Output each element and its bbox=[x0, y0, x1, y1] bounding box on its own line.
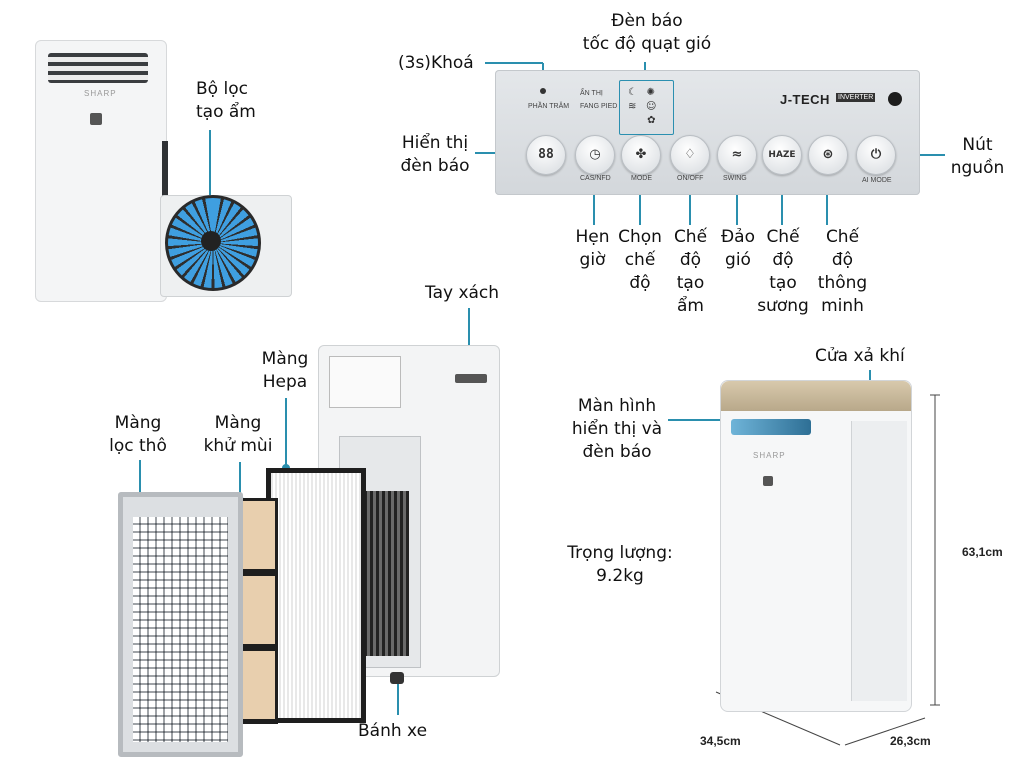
haze-button[interactable]: HAZE bbox=[762, 135, 802, 175]
pre-filter bbox=[118, 492, 243, 757]
power-icon: ⏻ bbox=[870, 147, 882, 162]
label-power: Nút nguồn bbox=[950, 135, 1005, 178]
smart-mode-button[interactable]: ⊛ bbox=[808, 135, 848, 175]
fan-grille bbox=[364, 491, 409, 656]
label-swing: Đảo gió bbox=[721, 227, 755, 270]
swing-icon: ≈ bbox=[731, 147, 743, 162]
label-wheel: Bánh xe bbox=[358, 721, 428, 741]
panel-brand-tag: INVERTER bbox=[836, 93, 876, 102]
power-button[interactable]: ⏻ bbox=[856, 135, 896, 175]
dimension-width: 34,5cm bbox=[700, 734, 741, 748]
air-outlet-grille bbox=[48, 53, 148, 83]
indicator-dot bbox=[888, 92, 902, 106]
droplet-icon: ♢ bbox=[684, 147, 696, 162]
smile-icon: ☺ bbox=[645, 101, 657, 112]
mode-button[interactable]: ✤ bbox=[621, 135, 661, 175]
label-deodorize: Màng khử mùi bbox=[203, 413, 273, 456]
top-cover bbox=[721, 381, 911, 411]
label-outlet: Cửa xả khí bbox=[815, 346, 905, 366]
front-device: SHARP bbox=[720, 380, 912, 712]
handle-slot bbox=[455, 374, 487, 383]
panel-small-text-2: ẨN THỊ bbox=[580, 90, 603, 97]
device-top-left: SHARP bbox=[35, 40, 168, 302]
lock-icon bbox=[540, 88, 546, 94]
humidifier-filter-wheel bbox=[165, 195, 261, 291]
panel-small-text-3: FANG PIED bbox=[580, 103, 618, 110]
btn-label-ai: AI MODE bbox=[862, 177, 892, 184]
humidify-button[interactable]: ♢ bbox=[670, 135, 710, 175]
dimension-depth: 26,3cm bbox=[890, 734, 931, 748]
btn-label-mode: MODE bbox=[631, 175, 652, 182]
display-button[interactable]: 88 bbox=[526, 135, 566, 175]
timer-button[interactable]: ◷ bbox=[575, 135, 615, 175]
btn-label-timer: CAS/NFD bbox=[580, 175, 611, 182]
sensor-window bbox=[90, 113, 102, 125]
label-lock: (3s)Khoá bbox=[398, 53, 474, 73]
label-weight: Trọng lượng: 9.2kg bbox=[567, 543, 673, 586]
label-humidifier-filter: Bộ lọc tạo ẩm bbox=[196, 79, 256, 122]
panel-small-text-1: PHẦN TRĂM bbox=[528, 103, 570, 110]
label-hepa: Màng Hepa bbox=[261, 349, 309, 392]
front-brand-logo: SHARP bbox=[753, 451, 786, 460]
label-mode: Chọn chế độ bbox=[618, 227, 662, 293]
side-panel bbox=[851, 421, 907, 701]
label-timer: Hẹn giờ bbox=[575, 227, 610, 270]
speed-icons: ☾ ✺ ≋ ☺ ✿ bbox=[628, 86, 668, 128]
dimension-height: 63,1cm bbox=[962, 545, 1003, 559]
front-sensor bbox=[763, 476, 773, 486]
smart-icon: ⊛ bbox=[822, 147, 834, 162]
flower-icon: ✿ bbox=[647, 115, 656, 126]
btn-label-onoff: ON/OFF bbox=[677, 175, 704, 182]
label-humidify: Chế độ tạo ẩm bbox=[673, 227, 708, 316]
moon-icon: ☾ bbox=[628, 87, 637, 98]
fan-speed-indicator-box bbox=[619, 80, 674, 135]
label-smart: Chế độ thông minh bbox=[817, 227, 868, 316]
label-display: Hiển thị đèn báo bbox=[400, 133, 470, 176]
pre-filter-mesh bbox=[133, 517, 228, 742]
fan-small-icon: ✺ bbox=[646, 87, 655, 98]
label-prefilter: Màng lọc thô bbox=[109, 413, 167, 456]
fan-icon: ✤ bbox=[635, 147, 647, 162]
rear-label-sticker bbox=[329, 356, 401, 408]
wheel-hub bbox=[201, 231, 221, 251]
timer-icon: ◷ bbox=[589, 147, 601, 162]
display-digits: 88 bbox=[538, 147, 554, 162]
label-speed-indicator: Đèn báo tốc độ quạt gió bbox=[582, 11, 712, 54]
haze-label: HAZE bbox=[768, 150, 796, 160]
hepa-filter bbox=[266, 468, 366, 723]
panel-brand: J-TECH bbox=[780, 92, 830, 107]
btn-label-swing: SWING bbox=[723, 175, 747, 182]
wheel-icon bbox=[390, 672, 404, 684]
swing-button[interactable]: ≈ bbox=[717, 135, 757, 175]
label-screen: Màn hình hiển thị và đèn báo bbox=[571, 396, 663, 462]
display-strip bbox=[731, 419, 811, 435]
brand-logo: SHARP bbox=[84, 89, 117, 98]
label-mist: Chế độ tạo sương bbox=[757, 227, 809, 316]
label-handle: Tay xách bbox=[425, 283, 500, 303]
control-panel bbox=[495, 70, 920, 195]
wind-small-icon: ≋ bbox=[628, 101, 637, 112]
